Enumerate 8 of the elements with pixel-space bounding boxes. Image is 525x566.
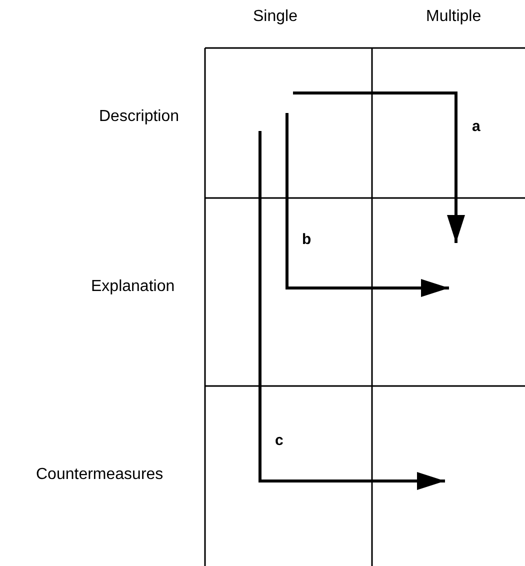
arrow-letter: c [275, 433, 284, 449]
arrow-letter: a [472, 119, 480, 135]
row-header: Description [99, 108, 180, 126]
row-header: Explanation [91, 278, 175, 296]
column-header: Multiple [426, 8, 482, 26]
arrow-letter: b [302, 232, 312, 248]
row-header: Countermeasures [36, 466, 164, 484]
column-header: Single [253, 8, 298, 26]
